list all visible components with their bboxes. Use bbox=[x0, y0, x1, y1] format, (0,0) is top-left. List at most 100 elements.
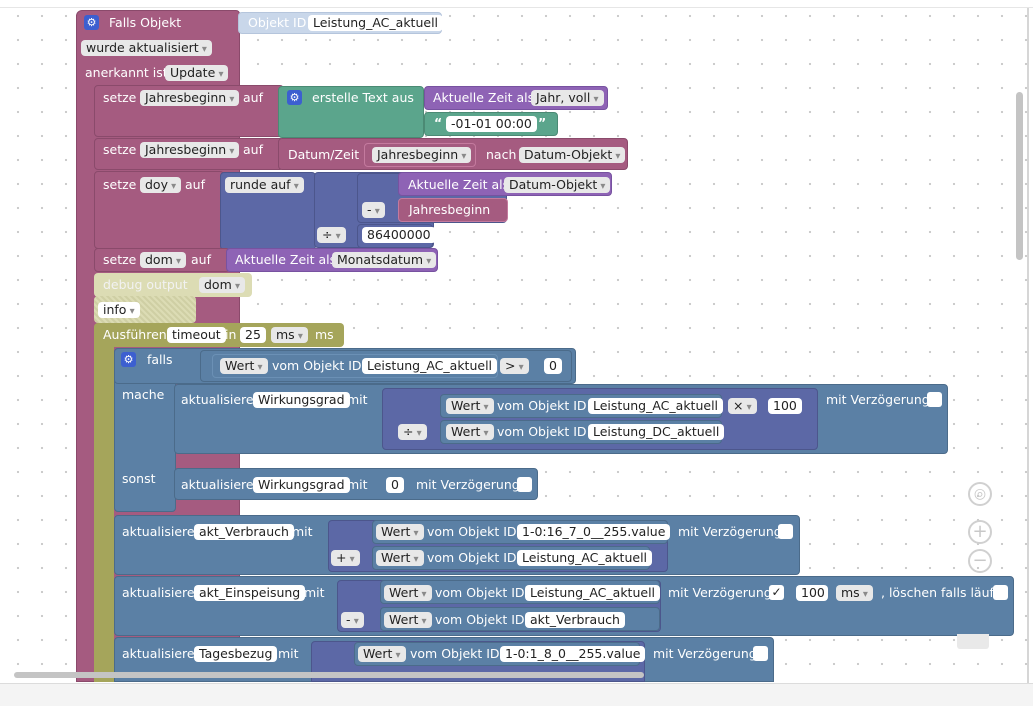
aktualisiere-label: aktualisiere bbox=[122, 585, 195, 600]
mul-dropdown[interactable]: × bbox=[728, 398, 757, 414]
zoom-out-icon[interactable]: − bbox=[968, 549, 992, 573]
target-dropdown[interactable]: Datum-Objekt bbox=[519, 147, 626, 163]
update-block[interactable] bbox=[174, 468, 538, 500]
state-field[interactable]: akt_Einspeisung bbox=[194, 585, 306, 601]
vom-objekt-label: vom Objekt ID bbox=[427, 550, 517, 565]
var-dropdown[interactable]: Jahresbeginn bbox=[372, 147, 472, 163]
var-dropdown[interactable]: dom bbox=[140, 252, 186, 268]
wert-dropdown[interactable]: Wert bbox=[376, 550, 424, 566]
wert-dropdown[interactable]: Wert bbox=[384, 585, 432, 601]
vom-objekt-label: vom Objekt ID bbox=[410, 646, 500, 661]
gear-icon[interactable]: ⚙ bbox=[84, 15, 99, 30]
objekt-id-field[interactable]: Leistung_DC_aktuell bbox=[588, 424, 725, 440]
delay-unit-dropdown[interactable]: ms bbox=[836, 585, 873, 601]
op-dropdown[interactable]: > bbox=[500, 358, 529, 374]
value-field[interactable]: 0 bbox=[386, 477, 404, 493]
aktualisiere-label: aktualisiere bbox=[122, 646, 195, 661]
text-literal-field[interactable]: -01-01 00:00 bbox=[446, 116, 537, 132]
wert-dropdown[interactable]: Wert bbox=[384, 612, 432, 628]
timeout-value-field[interactable]: 25 bbox=[240, 327, 266, 343]
minus-dropdown[interactable]: - bbox=[362, 202, 385, 218]
objekt-id-field[interactable]: 1-0:16_7_0__255.value bbox=[517, 524, 671, 540]
wert-dropdown[interactable]: Wert bbox=[446, 424, 494, 440]
recenter-icon[interactable]: ◎ bbox=[968, 482, 992, 506]
time-format-dropdown[interactable]: Jahr, voll bbox=[531, 90, 604, 106]
clear-checkbox[interactable] bbox=[993, 585, 1008, 600]
objekt-id-field[interactable]: 1-0:1_8_0__255.value bbox=[500, 646, 646, 662]
timeout-unit-dropdown[interactable]: ms bbox=[271, 327, 308, 343]
top-divider bbox=[0, 7, 1033, 8]
auf-label: auf bbox=[191, 252, 211, 267]
condition-dropdown[interactable]: wurde aktualisiert bbox=[81, 40, 212, 56]
mit-verzoegerung-label: mit Verzögerung bbox=[678, 524, 782, 539]
debug-level-dropdown[interactable]: info bbox=[98, 302, 140, 318]
gear-icon[interactable]: ⚙ bbox=[121, 352, 136, 367]
compare-value-field[interactable]: 0 bbox=[544, 358, 562, 374]
vom-objekt-label: vom Objekt ID bbox=[272, 358, 362, 373]
nach-label: nach bbox=[486, 147, 517, 162]
trash-icon[interactable] bbox=[957, 634, 989, 649]
debug-value-dropdown[interactable]: dom bbox=[199, 277, 245, 293]
objekt-id-field[interactable]: Leistung_AC_aktuell bbox=[588, 398, 724, 414]
var-dropdown[interactable]: Jahresbeginn bbox=[140, 142, 240, 158]
mit-verzoegerung-label: mit Verzögerung bbox=[826, 392, 930, 407]
sonst-label: sonst bbox=[122, 471, 156, 486]
state-field[interactable]: Wirkungsgrad bbox=[253, 392, 350, 408]
clear-label: , löschen falls läuft bbox=[881, 585, 999, 600]
div-dropdown[interactable]: ÷ bbox=[317, 227, 346, 243]
objekt-id-field[interactable]: akt_Verbrauch bbox=[525, 612, 625, 628]
delay-value-field[interactable]: 100 bbox=[796, 585, 828, 601]
vom-objekt-label: vom Objekt ID bbox=[435, 585, 525, 600]
factor-field[interactable]: 100 bbox=[768, 398, 802, 414]
datetime-label: Datum/Zeit bbox=[288, 147, 360, 162]
objekt-id-field[interactable]: Leistung_AC_aktuell bbox=[517, 550, 653, 566]
auf-label: auf bbox=[243, 90, 263, 105]
timeout-name-field[interactable]: timeout bbox=[167, 327, 226, 343]
setze-label: setze bbox=[103, 177, 137, 192]
create-text-block[interactable] bbox=[278, 86, 424, 138]
var-dropdown[interactable]: Jahresbeginn bbox=[140, 90, 240, 106]
vertical-scrollbar[interactable] bbox=[1016, 92, 1023, 260]
plus-dropdown[interactable]: + bbox=[331, 550, 360, 566]
round-dropdown[interactable]: runde auf bbox=[225, 177, 304, 193]
delay-checkbox[interactable] bbox=[927, 392, 942, 407]
falls-label: falls bbox=[147, 352, 173, 367]
in-label: in bbox=[225, 327, 237, 342]
time-label: Aktuelle Zeit als bbox=[433, 90, 535, 105]
state-field[interactable]: Wirkungsgrad bbox=[253, 477, 350, 493]
var-field[interactable]: Jahresbeginn bbox=[404, 202, 496, 218]
wert-dropdown[interactable]: Wert bbox=[446, 398, 494, 414]
objekt-id-field[interactable]: Leistung_AC_aktuell bbox=[308, 15, 444, 31]
var-dropdown[interactable]: doy bbox=[140, 177, 182, 193]
delay-checkbox[interactable] bbox=[753, 646, 768, 661]
mit-verzoegerung-label: mit Verzögerung bbox=[668, 585, 772, 600]
objekt-id-field[interactable]: Leistung_AC_aktuell bbox=[362, 358, 498, 374]
time-format-dropdown[interactable]: Datum-Objekt bbox=[504, 177, 611, 193]
horizontal-scrollbar[interactable] bbox=[14, 672, 644, 678]
setze-label: setze bbox=[103, 90, 137, 105]
delay-checkbox[interactable] bbox=[778, 524, 793, 539]
state-field[interactable]: akt_Verbrauch bbox=[194, 524, 294, 540]
objekt-id-field[interactable]: Leistung_AC_aktuell bbox=[525, 585, 661, 601]
anerkannt-dropdown[interactable]: Update bbox=[165, 65, 229, 81]
wert-dropdown[interactable]: Wert bbox=[376, 524, 424, 540]
wert-dropdown[interactable]: Wert bbox=[220, 358, 268, 374]
delay-checkbox[interactable] bbox=[517, 477, 532, 492]
number-field[interactable]: 86400000 bbox=[362, 227, 436, 243]
time-format-dropdown[interactable]: Monatsdatum bbox=[332, 252, 437, 268]
mit-label: mit bbox=[347, 477, 368, 492]
mache-label: mache bbox=[122, 387, 165, 402]
minus-dropdown[interactable]: - bbox=[341, 612, 364, 628]
div-dropdown[interactable]: ÷ bbox=[398, 424, 427, 440]
aktualisiere-label: aktualisiere bbox=[181, 392, 254, 407]
gear-icon[interactable]: ⚙ bbox=[287, 90, 302, 105]
mit-label: mit bbox=[304, 585, 325, 600]
wert-dropdown[interactable]: Wert bbox=[358, 646, 406, 662]
timeout-block-body[interactable] bbox=[94, 340, 114, 682]
zoom-in-icon[interactable]: + bbox=[968, 520, 992, 544]
delay-checkbox[interactable]: ✓ bbox=[769, 585, 784, 600]
bottom-bar bbox=[0, 683, 1033, 706]
auf-label: auf bbox=[243, 142, 263, 157]
state-field[interactable]: Tagesbezug bbox=[194, 646, 278, 662]
unit-label: ms bbox=[315, 327, 334, 342]
